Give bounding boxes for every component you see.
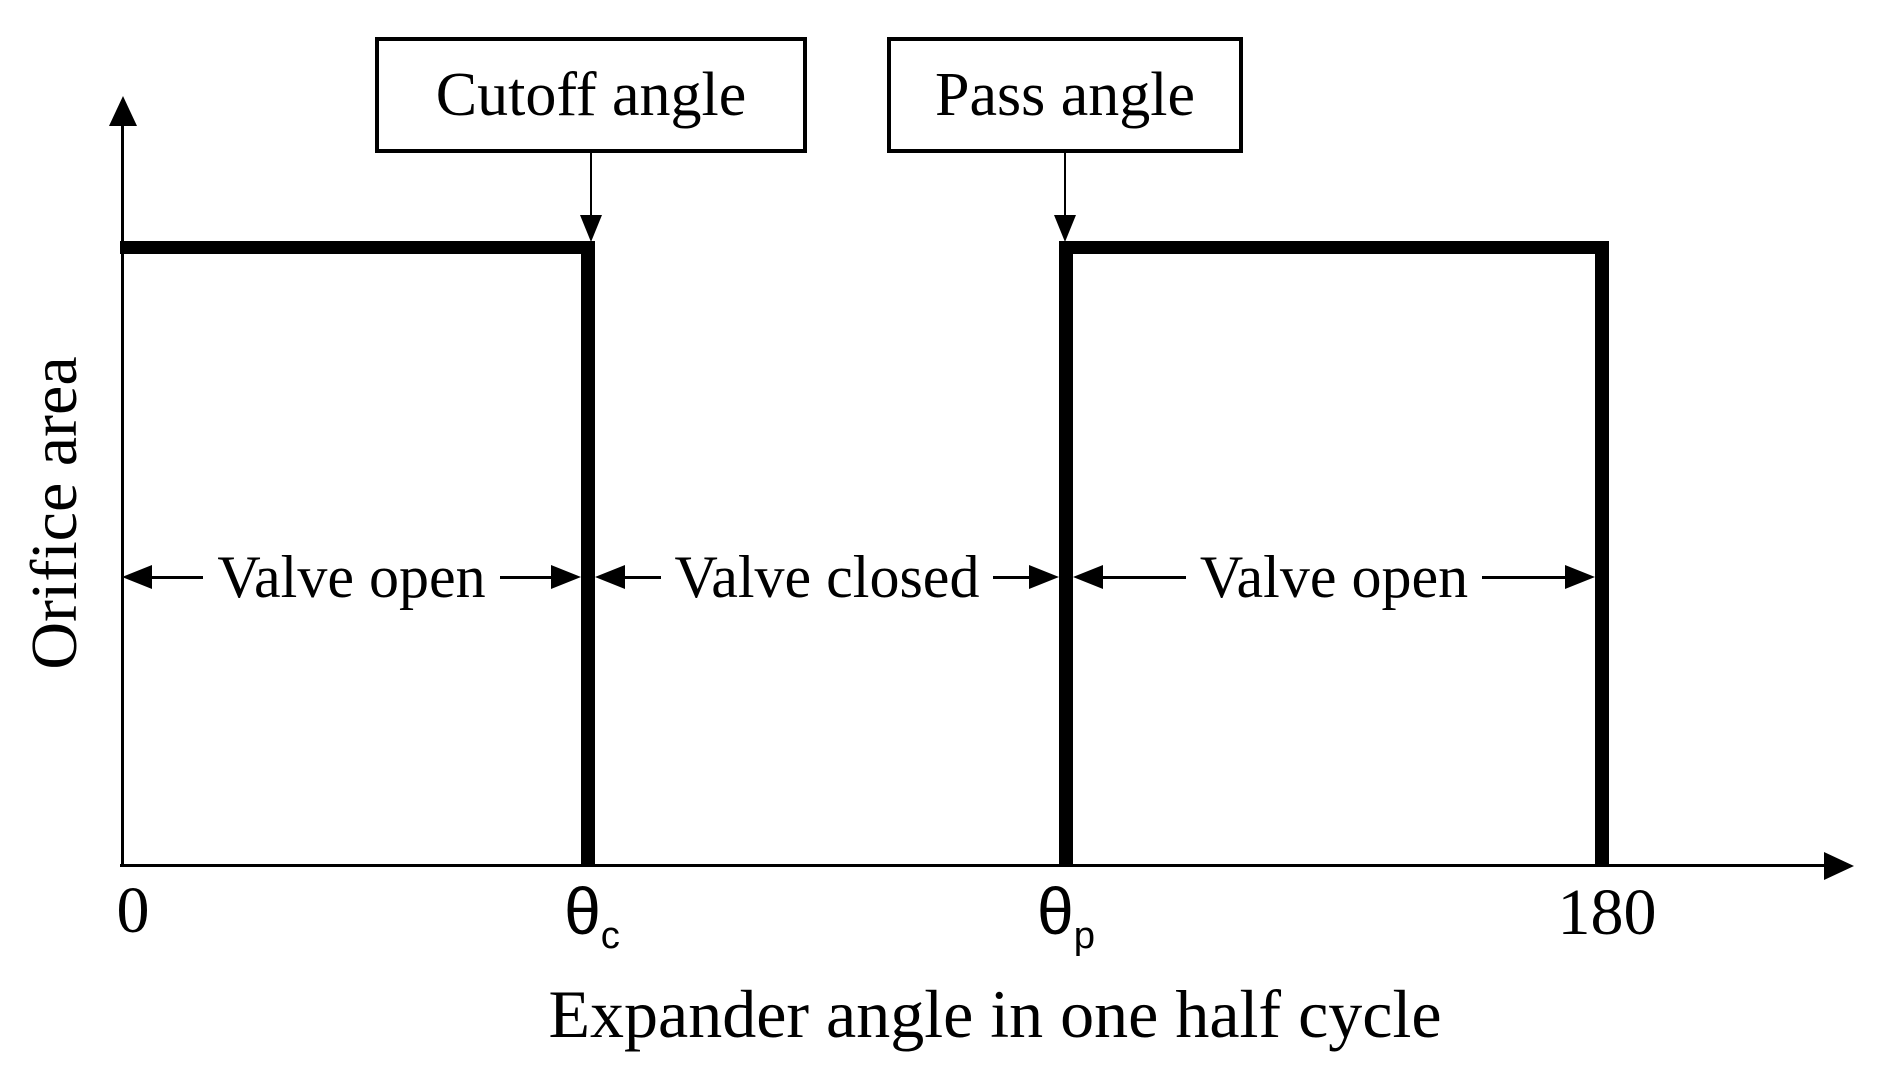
pass-callout-arrow-line	[1064, 153, 1066, 217]
theta-c-subscript: c	[600, 914, 620, 958]
x-tick-zero: 0	[83, 878, 183, 944]
cutoff-angle-label: Cutoff angle	[435, 61, 747, 129]
x-axis-title: Expander angle in one half cycle	[548, 976, 1442, 1052]
valve-open-2-label: Valve open	[1199, 544, 1469, 610]
pulse1-cutoff-edge	[581, 241, 595, 866]
y-axis-title: Orifice area	[18, 356, 91, 670]
y-axis-arrow-up-icon	[109, 96, 137, 126]
arrow-line	[1103, 575, 1186, 579]
arrow-line	[499, 575, 551, 579]
pulse2-top-edge	[1059, 241, 1609, 254]
x-axis-arrow-right-icon	[1824, 852, 1854, 880]
pass-angle-callout-box: Pass angle	[887, 37, 1243, 153]
pass-angle-label: Pass angle	[934, 61, 1196, 129]
valve-open-1-label: Valve open	[217, 544, 486, 610]
theta-p-subscript: p	[1073, 914, 1095, 958]
valve-closed-label: Valve closed	[674, 544, 980, 610]
cutoff-callout-arrowhead-icon	[580, 215, 602, 242]
cutoff-callout-arrow-line	[590, 153, 592, 217]
arrowhead-right-icon	[1029, 565, 1059, 589]
arrowhead-left-icon	[1073, 565, 1103, 589]
x-tick-180: 180	[1532, 880, 1682, 946]
theta-symbol: θ	[1036, 874, 1074, 948]
arrowhead-left-icon	[122, 565, 152, 589]
theta-symbol: θ	[564, 874, 601, 948]
arrow-line	[993, 575, 1029, 579]
x-tick-zero-text: 0	[116, 874, 150, 947]
x-tick-theta-c: θc	[532, 878, 652, 955]
arrow-line	[625, 575, 661, 579]
arrowhead-right-icon	[551, 565, 581, 589]
valve-open-2-annotation: Valve open	[1073, 545, 1595, 609]
arrow-line	[1482, 575, 1565, 579]
arrowhead-right-icon	[1565, 565, 1595, 589]
arrowhead-left-icon	[595, 565, 625, 589]
y-axis-line	[121, 100, 124, 867]
x-axis-line	[120, 864, 1828, 867]
arrow-line	[152, 575, 204, 579]
pulse2-pass-edge	[1059, 241, 1073, 866]
cutoff-angle-callout-box: Cutoff angle	[375, 37, 807, 153]
pass-callout-arrowhead-icon	[1054, 215, 1076, 242]
valve-open-1-annotation: Valve open	[122, 545, 581, 609]
pulse2-end-edge	[1595, 241, 1609, 866]
pulse1-top-edge	[120, 241, 595, 254]
x-tick-180-text: 180	[1557, 876, 1657, 949]
x-tick-theta-p: θp	[1006, 878, 1126, 955]
valve-closed-annotation: Valve closed	[595, 545, 1059, 609]
